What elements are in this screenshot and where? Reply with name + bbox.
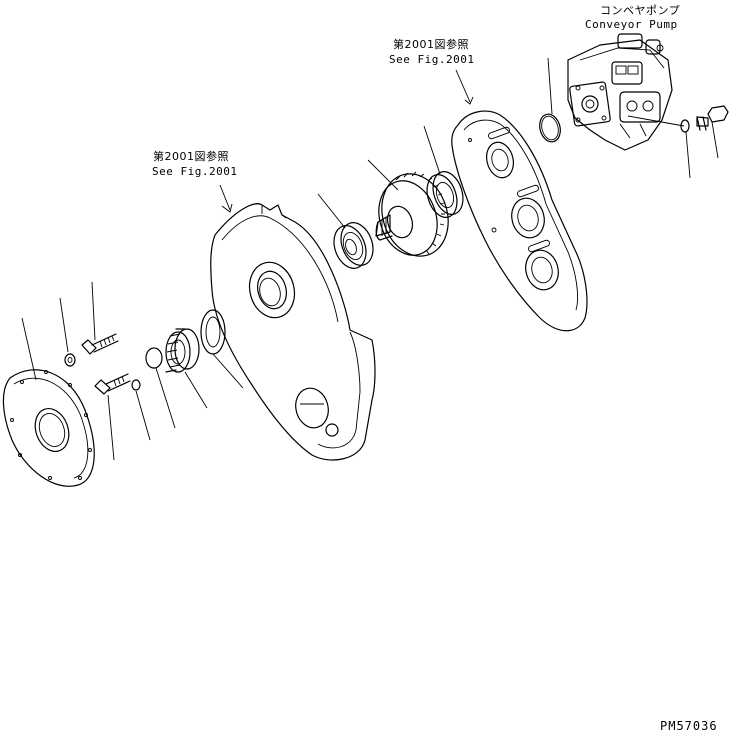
seal-ring	[200, 309, 226, 355]
drive-gear	[375, 171, 449, 257]
o-ring	[539, 113, 561, 143]
reference-right-english: See Fig.2001	[389, 53, 475, 66]
flange-plate	[2, 369, 95, 487]
leader-lines	[21, 57, 719, 461]
pump-hardware	[680, 105, 729, 133]
front-case	[210, 203, 376, 461]
pump-label-english: Conveyor Pump	[585, 18, 678, 31]
needle-bearing	[165, 328, 200, 373]
conveyor-pump	[567, 33, 673, 151]
reference-right-japanese: 第2001図参照	[393, 38, 469, 51]
drawing-code: PM57036	[660, 719, 718, 733]
ball-bearing-1	[333, 222, 374, 269]
pump-label-japanese: コンベヤポンプ	[600, 4, 681, 17]
reference-left-japanese: 第2001図参照	[153, 150, 229, 163]
ball-bearing-2	[426, 171, 464, 218]
left-hardware	[64, 333, 163, 395]
reference-left-english: See Fig.2001	[152, 165, 238, 178]
rear-case	[451, 110, 588, 332]
